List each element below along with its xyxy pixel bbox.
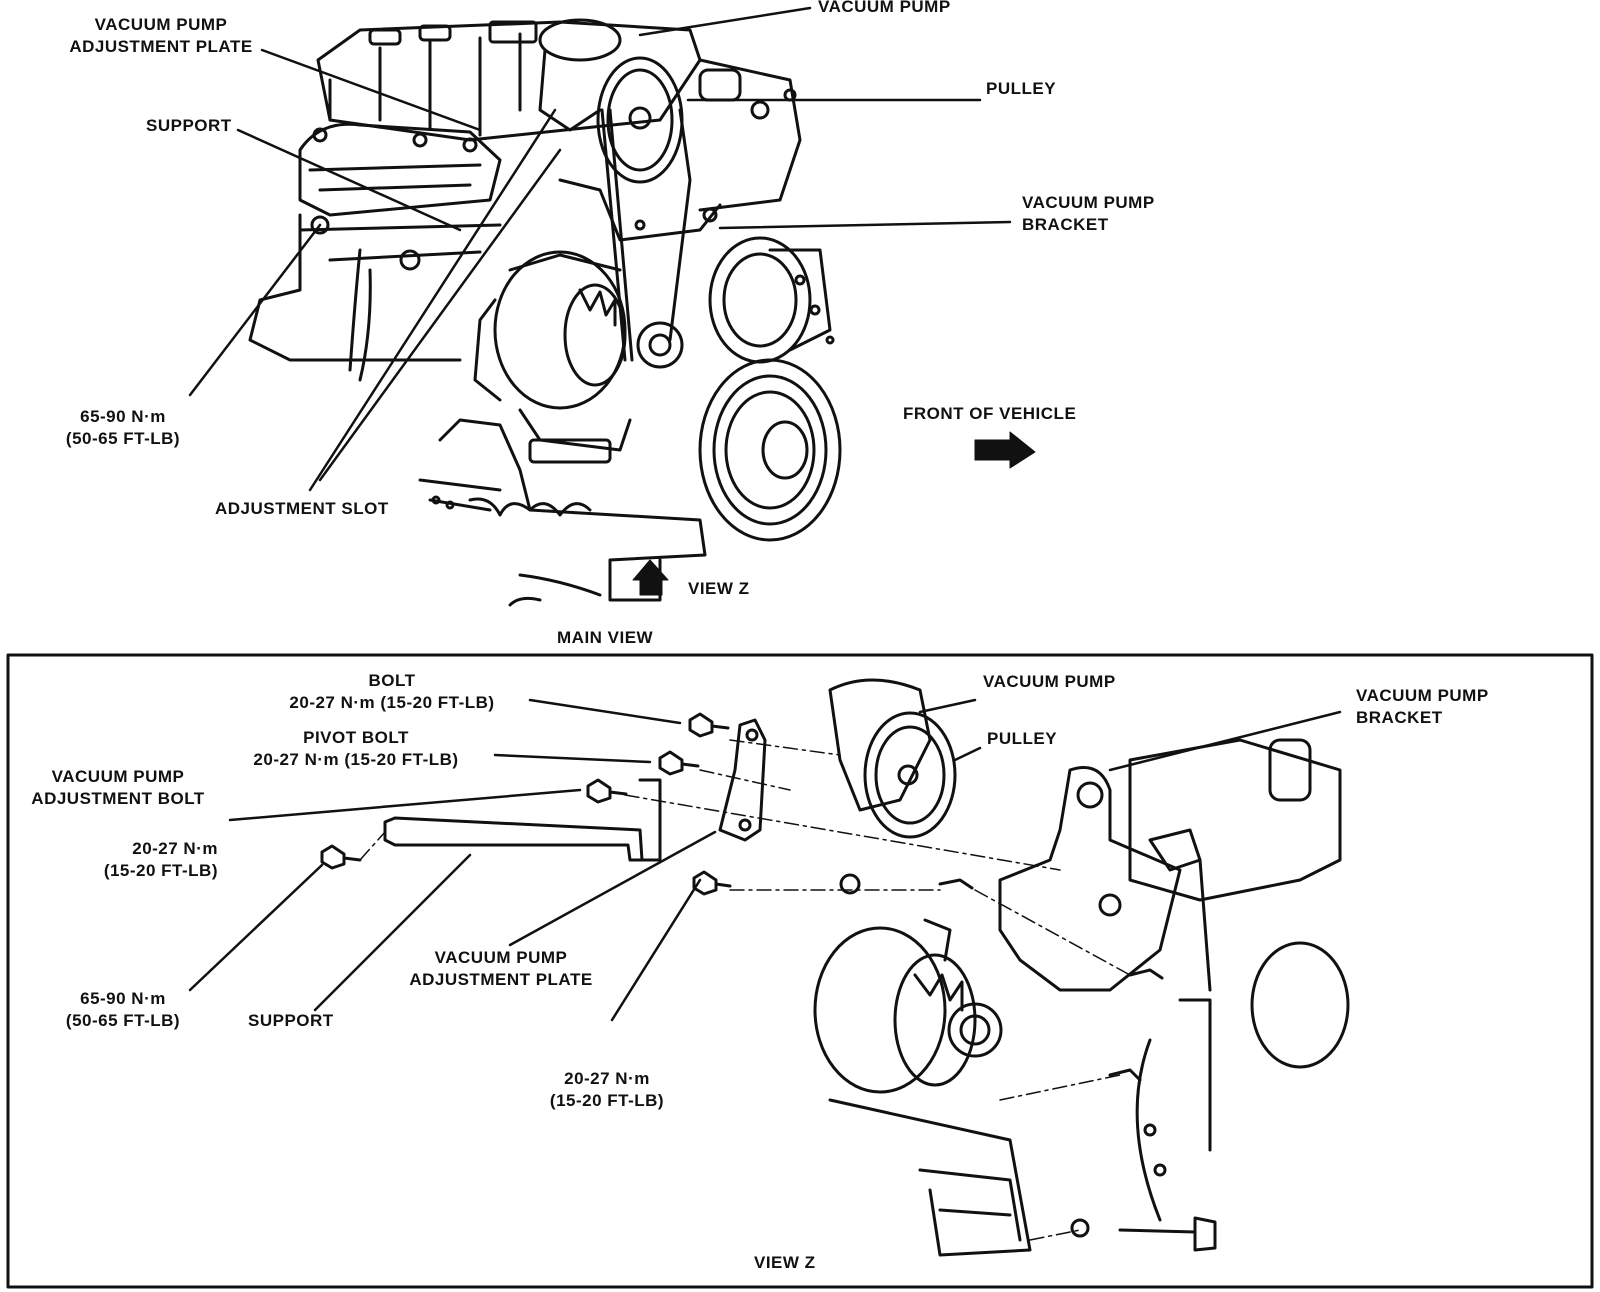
label-line: 20-27 N·m [564,1069,650,1088]
label-line: ADJUSTMENT PLATE [69,37,253,56]
label-vacuum-pump: VACUUM PUMP [818,0,951,16]
label-line: (50-65 FT-LB) [65,429,181,448]
label-line: 65-90 N·m [80,407,166,426]
crank-pulley-drawing [698,236,842,542]
label-line: VACUUM PUMP [1356,686,1489,705]
label-vacuum-pump-adjustment-bolt: VACUUM PUMP ADJUSTMENT BOLT [18,766,218,810]
label-vacuum-pump-bracket: VACUUM PUMP BRACKET [1022,192,1155,236]
label-line: VACUUM PUMP [94,15,228,34]
label-line: (15-20 FT-LB) [103,861,218,880]
label-line: (15-20 FT-LB) [549,1091,665,1110]
label-support: SUPPORT [146,116,232,135]
main-leader-lines [188,6,1012,492]
label-line: 20-27 N·m [132,839,218,858]
label-line: (50-65 FT-LB) [65,1011,181,1030]
label-line: BRACKET [1022,215,1109,234]
view-z-frame [6,653,1594,1289]
front-arrow-icon [974,431,1036,469]
main-view-caption: MAIN VIEW [557,628,654,647]
label-view-z-ref: VIEW Z [688,579,750,598]
label-torque-a: 20-27 N·m (15-20 FT-LB) [58,838,218,882]
label-line: BRACKET [1356,708,1443,727]
label-torque-main: 65-90 N·m (50-65 FT-LB) [48,406,198,450]
label-adjustment-slot: ADJUSTMENT SLOT [215,499,389,518]
label-line: 20-27 N·m (15-20 FT-LB) [253,750,459,769]
label-line: BOLT [368,671,416,690]
label-line: 65-90 N·m [80,989,166,1008]
label-view-z-support: SUPPORT [248,1011,334,1030]
label-line: 20-27 N·m (15-20 FT-LB) [289,693,495,712]
label-view-z-vacuum-pump: VACUUM PUMP [983,672,1116,691]
label-pulley: PULLEY [986,79,1057,98]
vacuum-pump-pulley-drawing [538,18,722,362]
label-line: VACUUM PUMP [1022,193,1155,212]
label-front-of-vehicle: FRONT OF VEHICLE [903,404,1077,423]
view-z-parts-drawing [320,678,1350,1257]
label-line: VACUUM PUMP [51,767,185,786]
label-view-z-vacuum-pump-bracket: VACUUM PUMP BRACKET [1356,685,1489,729]
alternator-drawing [473,250,684,464]
view-z-leader-lines [188,698,1342,1022]
label-pivot-bolt: PIVOT BOLT 20-27 N·m (15-20 FT-LB) [236,727,476,771]
label-line: ADJUSTMENT PLATE [409,970,593,989]
label-bolt: BOLT 20-27 N·m (15-20 FT-LB) [272,670,512,714]
label-line: ADJUSTMENT BOLT [31,789,205,808]
label-line: VACUUM PUMP [434,948,568,967]
label-line: PIVOT BOLT [303,728,409,747]
view-z-caption: VIEW Z [754,1253,816,1272]
label-torque-c: 20-27 N·m (15-20 FT-LB) [532,1068,682,1112]
label-view-z-pulley: PULLEY [987,729,1058,748]
bolt-icons [320,712,1217,1252]
label-torque-b: 65-90 N·m (50-65 FT-LB) [48,988,198,1032]
label-view-z-adjustment-plate: VACUUM PUMP ADJUSTMENT PLATE [388,947,614,991]
label-vacuum-pump-adjustment-plate: VACUUM PUMP ADJUSTMENT PLATE [48,14,274,58]
engine-block-drawing [248,20,802,607]
view-z-arrow-icon [632,559,669,596]
